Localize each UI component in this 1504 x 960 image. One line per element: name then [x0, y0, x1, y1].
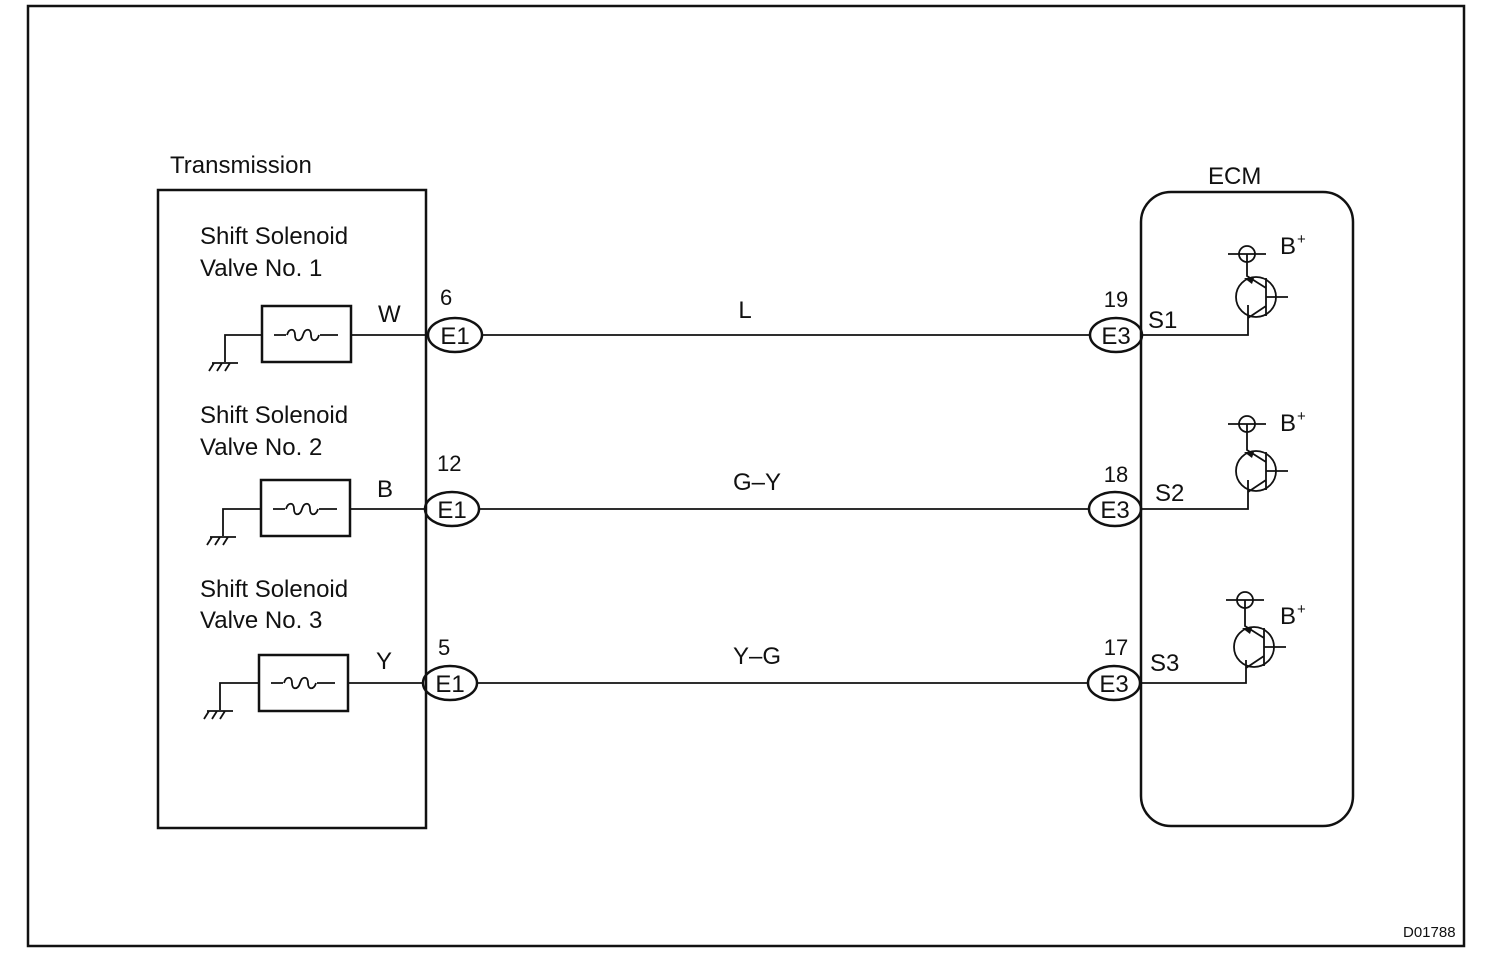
- supply-sup-1: +: [1297, 231, 1306, 248]
- connector-e1-3-label: E1: [435, 671, 464, 698]
- ground-icon-3: [203, 710, 233, 720]
- ground-icon-1: [208, 362, 238, 372]
- coil-icon-1: [286, 328, 320, 342]
- supply-label-1: B: [1280, 233, 1296, 260]
- e1-pin-6: 6: [440, 285, 452, 310]
- supply-label-2: B: [1280, 410, 1296, 437]
- solenoid-2-body: [259, 478, 352, 538]
- e3-pin-18: 18: [1104, 462, 1128, 487]
- diagram-frame: [26, 4, 1466, 948]
- ecm-signal-s1: S1: [1148, 307, 1177, 334]
- ground-wire-2: [222, 508, 261, 536]
- solenoid-2-wire-color: B: [377, 476, 393, 503]
- ecm-signal-s2: S2: [1155, 480, 1184, 507]
- supply-sup-2: +: [1297, 408, 1306, 425]
- connector-e3-2-label: E3: [1100, 497, 1129, 524]
- connector-e1-1-label: E1: [440, 323, 469, 350]
- supply-sup-3: +: [1297, 601, 1306, 618]
- solenoid-3-wire-color: Y: [376, 648, 392, 675]
- e1-pin-5: 5: [438, 635, 450, 660]
- connector-e1-2-label: E1: [437, 497, 466, 524]
- circuit-3: Shift Solenoid Valve No. 3 Y 5 E1 Y–G 17…: [200, 576, 1306, 720]
- e3-pin-17: 17: [1104, 635, 1128, 660]
- solenoid-1-label-line2: Valve No. 1: [200, 255, 322, 282]
- ecm-signal-s3: S3: [1150, 650, 1179, 677]
- coil-icon-3: [283, 676, 317, 690]
- figure-code: D01788: [1403, 924, 1456, 941]
- solenoid-2-label-line1: Shift Solenoid: [200, 402, 348, 429]
- harness-wire-2-color: G–Y: [733, 469, 781, 496]
- connector-e3-1-label: E3: [1101, 323, 1130, 350]
- ground-wire-3: [219, 682, 259, 710]
- circuit-1: Shift Solenoid Valve No. 1 W 6 E1 L 19 E…: [200, 223, 1306, 372]
- harness-wire-1-color: L: [738, 297, 751, 324]
- solenoid-1-wire-color: W: [378, 301, 401, 328]
- harness-wire-3-color: Y–G: [733, 643, 781, 670]
- coil-icon-2: [285, 502, 319, 516]
- circuit-2: Shift Solenoid Valve No. 2 B 12 E1 G–Y 1…: [200, 402, 1306, 546]
- connector-e3-3-label: E3: [1099, 671, 1128, 698]
- solenoid-1-body: [260, 304, 353, 364]
- solenoid-3-label-line2: Valve No. 3: [200, 607, 322, 634]
- solenoid-1-label-line1: Shift Solenoid: [200, 223, 348, 250]
- e1-pin-12: 12: [437, 451, 461, 476]
- ecm-title: ECM: [1208, 163, 1261, 190]
- supply-label-3: B: [1280, 603, 1296, 630]
- e3-pin-19: 19: [1104, 287, 1128, 312]
- solenoid-2-label-line2: Valve No. 2: [200, 434, 322, 461]
- solenoid-3-label-line1: Shift Solenoid: [200, 576, 348, 603]
- ground-wire-1: [224, 334, 262, 362]
- transmission-title: Transmission: [170, 152, 312, 179]
- ground-icon-2: [206, 536, 236, 546]
